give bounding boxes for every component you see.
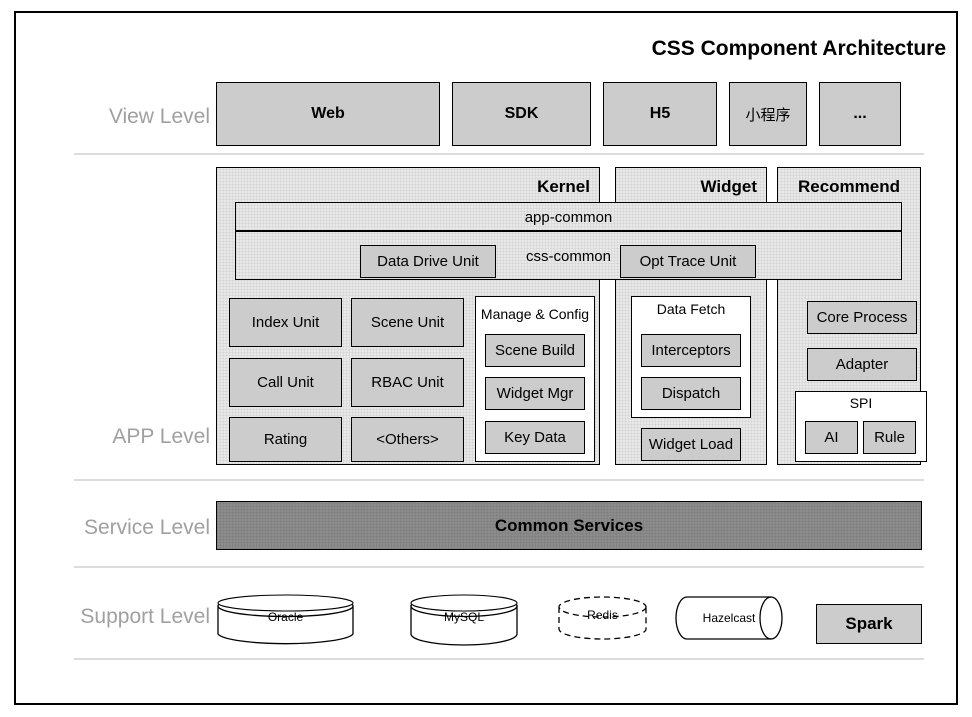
- view-item-label: SDK: [504, 105, 539, 122]
- unit-label: Data Drive Unit: [377, 253, 479, 270]
- bar-app-common-label: app-common: [524, 209, 613, 226]
- separator-app-service: [74, 479, 924, 481]
- cylinder-icon: [217, 594, 354, 645]
- app-column-heading-recommend: Recommend: [797, 177, 901, 196]
- page-title: CSS Component Architecture: [651, 37, 946, 60]
- unit-label: RBAC Unit: [371, 374, 444, 391]
- bar-app-common: [235, 202, 902, 231]
- unit-label: Widget Mgr: [496, 385, 574, 402]
- unit-core-process[interactable]: Core Process: [807, 301, 917, 334]
- unit-label: Opt Trace Unit: [639, 253, 737, 270]
- unit-rbac[interactable]: RBAC Unit: [351, 358, 464, 407]
- separator-support-bottom: [74, 658, 924, 660]
- view-item-web[interactable]: Web: [216, 82, 440, 146]
- service-label: Common Services: [494, 515, 644, 535]
- support-item-label: Oracle: [267, 610, 304, 624]
- support-item-spark[interactable]: Spark: [816, 604, 922, 644]
- unit-label: Core Process: [816, 309, 908, 326]
- app-column-heading-kernel: Kernel: [537, 177, 590, 196]
- unit-rule[interactable]: Rule: [863, 421, 916, 454]
- unit-label: Interceptors: [651, 342, 731, 359]
- unit-label: Rule: [874, 429, 905, 446]
- bar-css-common-label: css-common: [525, 248, 611, 265]
- support-item-label: Spark: [845, 614, 893, 633]
- unit-label: Adapter: [835, 356, 889, 373]
- view-item-label: Web: [311, 105, 345, 122]
- unit-interceptors[interactable]: Interceptors: [641, 334, 741, 367]
- unit-scene-build[interactable]: Scene Build: [485, 334, 585, 367]
- level-label-app: APP Level: [112, 425, 210, 448]
- cylinder-dashed-icon: [558, 596, 647, 640]
- subbox-spi-title: SPI: [849, 395, 873, 411]
- unit-label: Rating: [263, 431, 308, 448]
- unit-dispatch[interactable]: Dispatch: [641, 377, 741, 410]
- support-item-oracle[interactable]: Oracle: [216, 593, 355, 647]
- unit-key-data[interactable]: Key Data: [485, 421, 585, 454]
- diagram-frame: CSS Component Architecture View Level AP…: [14, 11, 958, 705]
- support-item-label: Hazelcast: [702, 611, 756, 625]
- unit-label: Call Unit: [257, 374, 314, 391]
- view-item-label: ...: [853, 105, 867, 122]
- support-item-mysql[interactable]: MySQL: [409, 593, 519, 647]
- level-label-view: View Level: [108, 105, 210, 128]
- unit-widget-load[interactable]: Widget Load: [641, 428, 741, 461]
- support-item-hazelcast[interactable]: Hazelcast: [673, 595, 785, 645]
- unit-call[interactable]: Call Unit: [229, 358, 342, 407]
- unit-label: Scene Build: [494, 342, 576, 359]
- view-item-others[interactable]: ...: [819, 82, 901, 146]
- unit-scene[interactable]: Scene Unit: [351, 298, 464, 347]
- bar-css-common: [235, 231, 902, 280]
- cylinder-horizontal-icon: [675, 596, 783, 640]
- level-label-support: Support Level: [80, 605, 210, 628]
- separator-service-support: [74, 566, 924, 568]
- unit-label: <Others>: [376, 431, 439, 448]
- view-item-h5[interactable]: H5: [603, 82, 717, 146]
- unit-label: Widget Load: [648, 436, 734, 453]
- unit-label: Key Data: [504, 429, 566, 446]
- unit-label: Scene Unit: [370, 314, 445, 331]
- view-item-label: H5: [649, 105, 671, 122]
- unit-label: Dispatch: [661, 385, 721, 402]
- level-label-service: Service Level: [83, 516, 210, 539]
- unit-adapter[interactable]: Adapter: [807, 348, 917, 381]
- cylinder-icon: [410, 594, 518, 646]
- separator-view-app: [74, 153, 924, 155]
- service-common-services[interactable]: Common Services: [216, 501, 922, 550]
- unit-ai[interactable]: AI: [805, 421, 858, 454]
- unit-index[interactable]: Index Unit: [229, 298, 342, 347]
- subbox-manage-config-title: Manage & Config: [480, 306, 590, 322]
- view-item-sdk[interactable]: SDK: [452, 82, 591, 146]
- unit-others[interactable]: <Others>: [351, 417, 464, 462]
- app-column-heading-widget: Widget: [700, 177, 757, 196]
- view-item-label: 小程序: [745, 106, 791, 124]
- unit-label: Index Unit: [251, 314, 320, 331]
- unit-rating[interactable]: Rating: [229, 417, 342, 462]
- subbox-data-fetch-title: Data Fetch: [656, 301, 726, 317]
- support-item-redis[interactable]: Redis: [557, 595, 648, 643]
- support-item-label: MySQL: [443, 610, 484, 624]
- support-item-label: Redis: [587, 608, 618, 622]
- unit-opt-trace[interactable]: Opt Trace Unit: [620, 245, 756, 278]
- view-item-miniprogram[interactable]: 小程序: [729, 82, 807, 146]
- unit-widget-mgr[interactable]: Widget Mgr: [485, 377, 585, 410]
- unit-label: AI: [824, 429, 839, 446]
- unit-data-drive[interactable]: Data Drive Unit: [360, 245, 496, 278]
